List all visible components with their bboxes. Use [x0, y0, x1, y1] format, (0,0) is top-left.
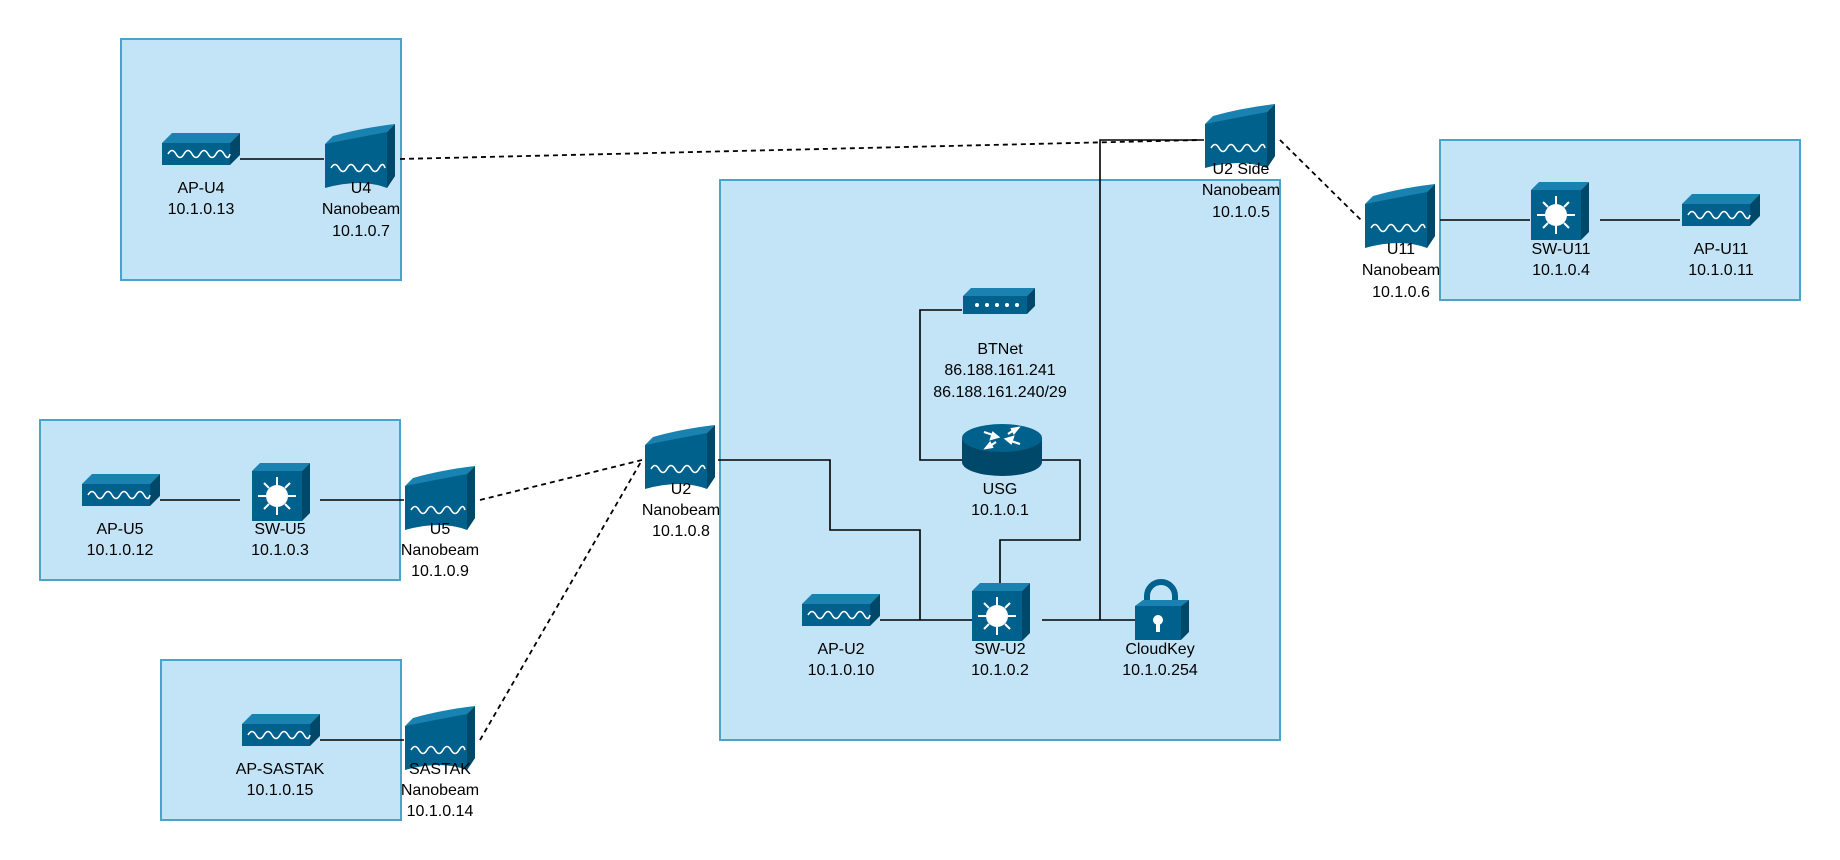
device-nanobeam-u4[interactable]: U4 Nanobeam 10.1.0.7 [322, 123, 400, 240]
device-ip: 10.1.0.9 [411, 563, 469, 580]
device-sublabel: Nanobeam [322, 201, 400, 218]
device-ap-sastak[interactable]: AP-SASTAK 10.1.0.15 [236, 713, 325, 799]
device-nanobeam-sastak[interactable]: SASTAK Nanobeam 10.1.0.14 [401, 705, 479, 820]
device-nanobeam-u11[interactable]: U11 Nanobeam 10.1.0.6 [1362, 183, 1440, 301]
device-label: AP-U11 [1694, 241, 1749, 258]
device-label: SW-U2 [974, 641, 1025, 658]
link-sastak-u2 [479, 459, 643, 741]
device-label: SW-U11 [1532, 241, 1591, 258]
device-usg[interactable]: USG 10.1.0.1 [960, 422, 1044, 519]
device-nanobeam-u2[interactable]: U2 Nanobeam 10.1.0.8 [642, 424, 720, 540]
device-ap-u4[interactable]: AP-U4 10.1.0.13 [161, 132, 241, 218]
device-ip: 10.1.0.1 [971, 502, 1029, 519]
device-label: SASTAK [409, 761, 471, 778]
link-usg-btnet [919, 309, 962, 461]
device-nanobeam-u2side[interactable]: U2 Side Nanobeam 10.1.0.5 [1202, 103, 1280, 221]
device-ap-u11[interactable]: AP-U11 10.1.0.11 [1681, 193, 1761, 279]
device-sublabel: Nanobeam [1362, 262, 1440, 279]
device-nanobeam-u5[interactable]: U5 Nanobeam 10.1.0.9 [401, 465, 479, 580]
device-ip: 10.1.0.12 [87, 542, 154, 559]
device-ip: 10.1.0.14 [407, 803, 474, 820]
device-ap-u2[interactable]: AP-U2 10.1.0.10 [801, 593, 881, 679]
access-point-icon [801, 593, 881, 627]
switch-icon [971, 582, 1031, 642]
nanobeam-icon [1364, 183, 1436, 249]
device-label: BTNet [977, 341, 1023, 358]
device-label: SW-U5 [254, 521, 305, 538]
device-label: U2 Side [1213, 161, 1270, 178]
device-ip: 10.1.0.4 [1532, 262, 1590, 279]
device-switch-u2[interactable]: SW-U2 10.1.0.2 [971, 582, 1031, 679]
device-label: AP-U4 [177, 180, 224, 197]
device-label: CloudKey [1125, 641, 1194, 658]
link-swu2-usg [999, 459, 1081, 590]
access-point-icon [81, 473, 161, 507]
device-label: AP-U2 [817, 641, 864, 658]
device-ip: 10.1.0.8 [652, 523, 710, 540]
device-switch-u5[interactable]: SW-U5 10.1.0.3 [251, 462, 311, 559]
link-u2-swu2 [718, 459, 921, 620]
device-ip: 10.1.0.10 [808, 662, 875, 679]
device-ip: 10.1.0.3 [251, 542, 309, 559]
device-switch-u11[interactable]: SW-U11 10.1.0.4 [1530, 181, 1591, 279]
device-ip: 10.1.0.7 [332, 223, 390, 240]
device-ip: 10.1.0.15 [247, 782, 314, 799]
access-point-icon [1681, 193, 1761, 227]
device-cloudkey[interactable]: CloudKey 10.1.0.254 [1122, 582, 1198, 679]
access-point-icon [241, 713, 321, 747]
device-label: U2 [671, 481, 692, 498]
device-sublabel: Nanobeam [1202, 182, 1280, 199]
switch-icon [251, 462, 311, 522]
access-point-icon [161, 132, 241, 166]
switch-icon [1530, 181, 1590, 241]
device-ip: 10.1.0.254 [1122, 662, 1198, 679]
links [160, 139, 1680, 741]
device-label: AP-SASTAK [236, 761, 325, 778]
device-ap-u5[interactable]: AP-U5 10.1.0.12 [81, 473, 161, 559]
device-subnet: 86.188.161.240/29 [933, 384, 1067, 401]
device-ip: 10.1.0.11 [1688, 262, 1754, 279]
nanobeam-icon [644, 424, 716, 490]
link-cloudkey-u2side [1099, 139, 1204, 620]
device-label: U4 [351, 180, 372, 197]
device-ip: 10.1.0.13 [168, 201, 235, 218]
link-u2side-u11 [1279, 139, 1364, 223]
modem-icon [963, 288, 1035, 314]
device-ip: 10.1.0.5 [1212, 204, 1270, 221]
link-u5-u2 [479, 459, 643, 501]
device-sublabel: Nanobeam [401, 542, 479, 559]
router-icon [960, 422, 1044, 478]
nanobeam-icon [1204, 103, 1276, 169]
device-sublabel: Nanobeam [401, 782, 479, 799]
device-ip: 10.1.0.2 [971, 662, 1029, 679]
device-label: U5 [430, 521, 451, 538]
device-sublabel: Nanobeam [642, 502, 720, 519]
device-ip: 86.188.161.241 [944, 362, 1055, 379]
device-label: AP-U5 [96, 521, 143, 538]
device-btnet[interactable]: BTNet 86.188.161.241 86.188.161.240/29 [933, 288, 1067, 401]
device-label: U11 [1387, 241, 1415, 258]
device-label: USG [983, 481, 1018, 498]
link-u4-u2side [399, 139, 1201, 160]
device-ip: 10.1.0.6 [1372, 284, 1430, 301]
